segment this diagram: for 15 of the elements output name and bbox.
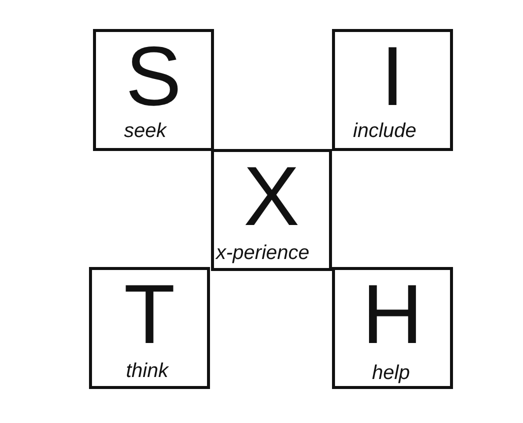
letter-box <box>211 149 332 271</box>
initial-letter: I <box>380 34 404 118</box>
initial-letter: H <box>361 272 424 356</box>
letter-box <box>93 29 214 151</box>
word-label: help <box>372 362 410 384</box>
word-label: include <box>353 120 416 142</box>
letter-box <box>89 267 210 389</box>
word-label: think <box>126 360 168 382</box>
letter-box <box>332 267 453 389</box>
letter-box <box>332 29 453 151</box>
word-label: seek <box>124 120 166 142</box>
word-label: x-perience <box>216 242 310 264</box>
initial-letter: S <box>125 34 183 118</box>
initial-letter: T <box>122 272 176 356</box>
initial-letter: X <box>242 154 301 238</box>
